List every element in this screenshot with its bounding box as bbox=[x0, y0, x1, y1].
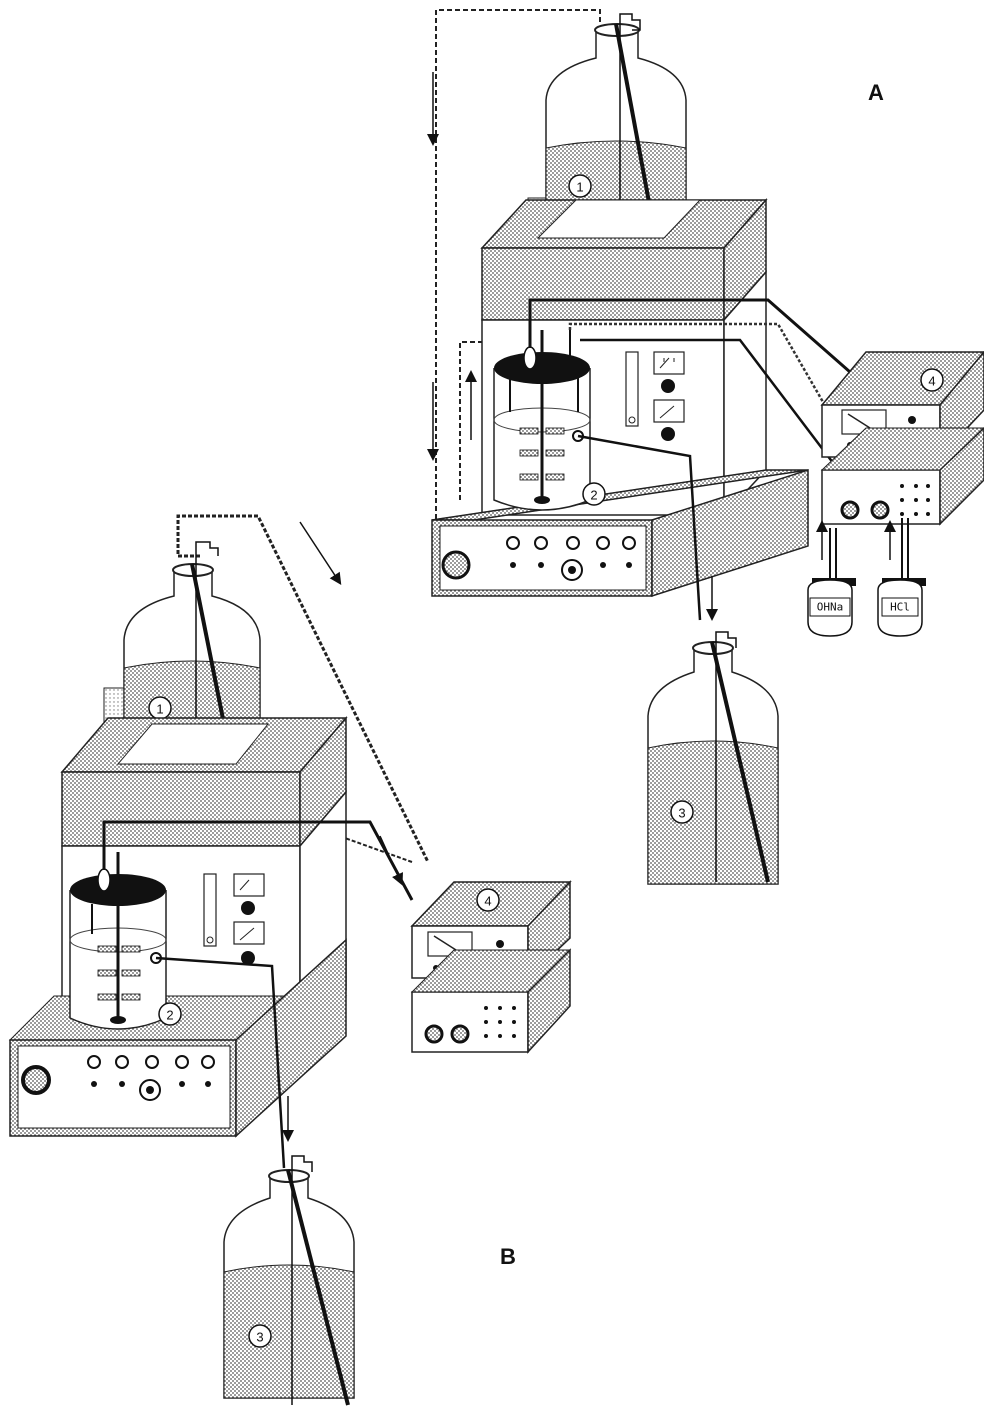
panel-b: B 1 bbox=[10, 516, 570, 1405]
pump-knob-icon bbox=[443, 552, 469, 578]
gauge-icon bbox=[654, 400, 684, 422]
faucet-icon bbox=[196, 542, 218, 564]
flowmeter bbox=[204, 874, 216, 946]
gauge-icon bbox=[234, 874, 264, 896]
collection-bottle-3 bbox=[224, 1156, 354, 1405]
controller-4 bbox=[822, 352, 984, 524]
collection-bottle-3 bbox=[648, 632, 778, 884]
reagent-base-label: OHNa bbox=[817, 601, 844, 614]
callout-3-label: 3 bbox=[256, 1330, 263, 1345]
callout-1-label: 1 bbox=[156, 702, 163, 717]
flowmeter bbox=[626, 352, 638, 426]
knob-icon bbox=[661, 379, 675, 393]
knob-icon bbox=[661, 427, 675, 441]
callout-4-label: 4 bbox=[928, 374, 935, 389]
flow-arrow bbox=[300, 522, 338, 580]
panel-a: A 1 bbox=[432, 10, 984, 884]
callout-1-label: 1 bbox=[576, 180, 583, 195]
pump-knob-icon bbox=[23, 1067, 49, 1093]
panel-a-label: A bbox=[868, 80, 884, 105]
reagent-acid-label: HCl bbox=[890, 601, 910, 614]
callout-4-label: 4 bbox=[484, 894, 491, 909]
top-platform bbox=[482, 200, 766, 320]
gauge-icon bbox=[234, 922, 264, 944]
callout-2-label: 2 bbox=[590, 488, 597, 503]
gauge-icon bbox=[654, 352, 684, 374]
callout-2-label: 2 bbox=[166, 1008, 173, 1023]
panel-b-label: B bbox=[500, 1244, 516, 1269]
callout-3-label: 3 bbox=[678, 806, 685, 821]
knob-icon bbox=[241, 901, 255, 915]
